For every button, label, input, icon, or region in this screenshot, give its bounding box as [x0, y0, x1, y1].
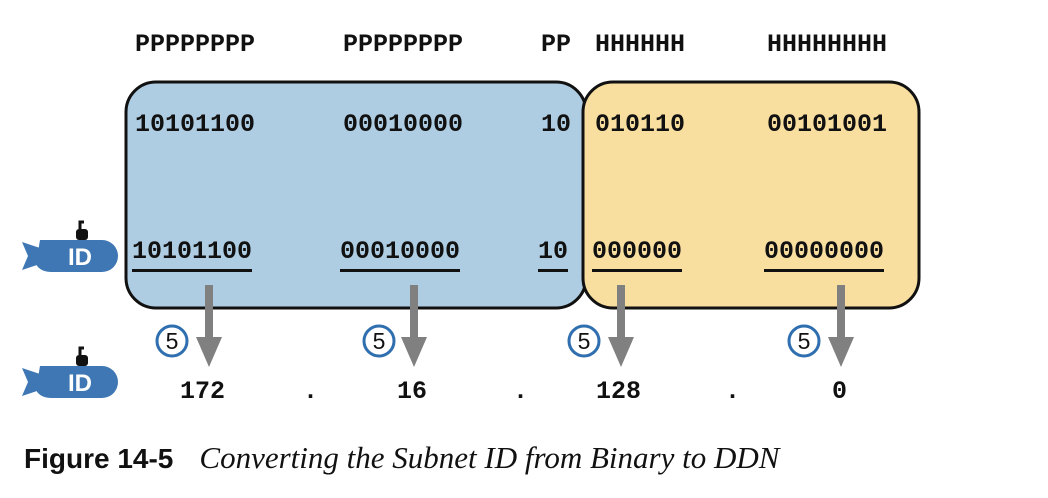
header-octet1-pattern: PPPPPPPP [135, 30, 256, 59]
ddn-dot: . [303, 377, 319, 406]
svg-text:ID: ID [68, 244, 92, 271]
subnet-id-octet2-binary: 00010000 [340, 237, 461, 272]
figure-caption: Figure 14-5 Converting the Subnet ID from… [24, 440, 779, 476]
host-bits-box [581, 80, 921, 310]
header-octet3-host-pattern: HHHHHH [595, 30, 686, 59]
address-octet3-host-binary: 010110 [595, 110, 686, 139]
step-badge: 5 [567, 324, 601, 358]
subnet-id-octet3-host-binary: 000000 [592, 237, 683, 272]
ddn-octet2: 16 [397, 377, 428, 406]
figure-title: Converting the Subnet ID from Binary to … [199, 440, 780, 475]
subnet-id-octet4-binary: 00000000 [764, 237, 885, 272]
subnet-id-octet3-prefix-binary: 10 [538, 237, 569, 272]
down-arrow-octet2 [401, 285, 427, 367]
svg-text:5: 5 [578, 328, 591, 354]
address-octet1-binary: 10101100 [135, 110, 256, 139]
down-arrow-octet3 [608, 285, 634, 367]
address-octet2-binary: 00010000 [343, 110, 464, 139]
subnet-id-submarine-icon: ID [22, 220, 118, 272]
subnet-id-octet1-binary: 10101100 [132, 237, 253, 272]
address-octet3-prefix-binary: 10 [541, 110, 572, 139]
ddn-dot: . [725, 377, 741, 406]
svg-text:5: 5 [166, 328, 179, 354]
step-badge: 5 [787, 324, 821, 358]
header-octet2-pattern: PPPPPPPP [343, 30, 464, 59]
address-octet4-binary: 00101001 [767, 110, 888, 139]
ddn-dot: . [513, 377, 529, 406]
ddn-octet4: 0 [832, 377, 848, 406]
ddn-octet3: 128 [596, 377, 642, 406]
step-badge: 5 [155, 324, 189, 358]
svg-text:5: 5 [798, 328, 811, 354]
ddn-octet1: 172 [180, 377, 226, 406]
subnet-id-submarine-icon: ID [22, 346, 118, 398]
svg-text:5: 5 [373, 328, 386, 354]
down-arrow-octet1 [196, 285, 222, 367]
figure-label: Figure 14-5 [24, 443, 174, 474]
down-arrow-octet4 [828, 285, 854, 367]
step-badge: 5 [362, 324, 396, 358]
svg-text:ID: ID [68, 370, 92, 397]
header-octet3-prefix-pattern: PP [541, 30, 572, 59]
header-octet4-pattern: HHHHHHHH [767, 30, 888, 59]
